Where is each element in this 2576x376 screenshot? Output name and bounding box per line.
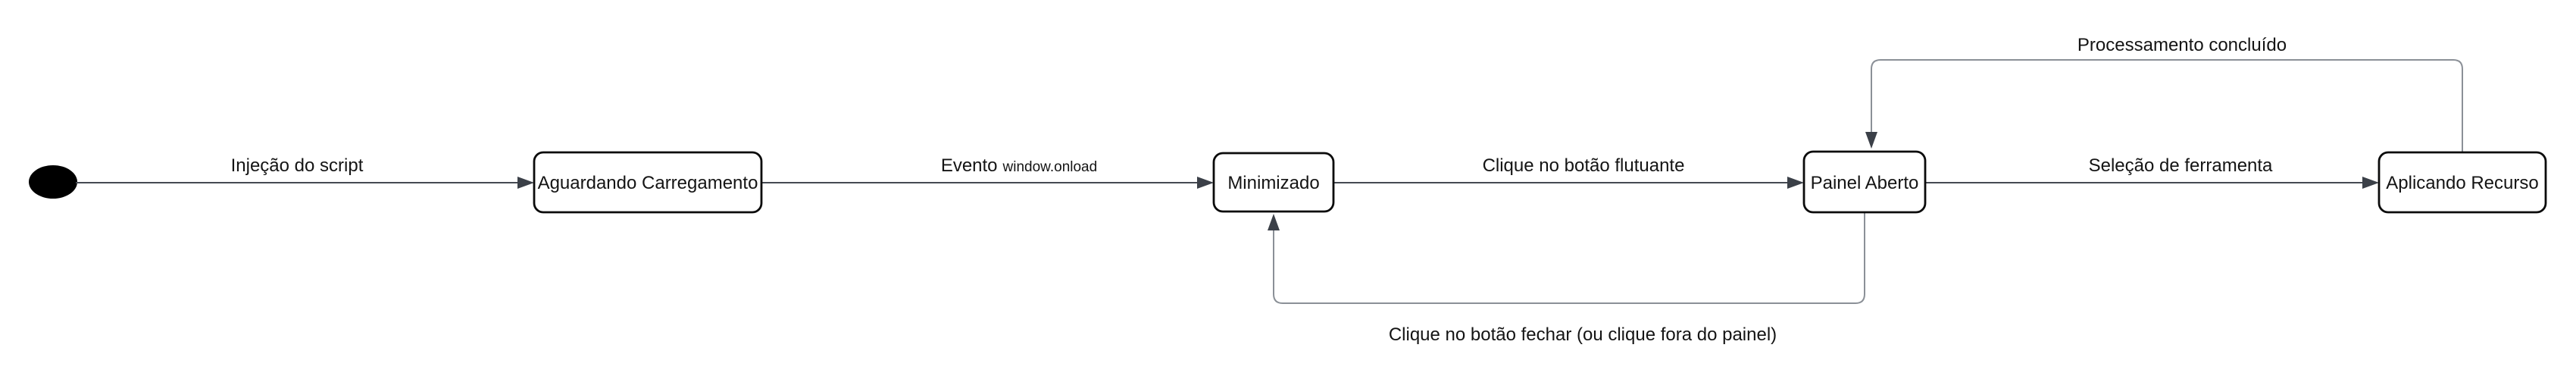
transition-script-injection: Injeção do script bbox=[76, 155, 534, 189]
edge-label: Injeção do script bbox=[231, 155, 364, 176]
state-painel-aberto: Painel Aberto bbox=[1802, 150, 1927, 214]
state-box bbox=[2377, 151, 2547, 214]
state-label: Aguardando Carregamento bbox=[538, 173, 758, 193]
transition-floating-button-click: Clique no botão flutuante bbox=[1333, 155, 1804, 189]
state-aguardando-carregamento: Aguardando Carregamento bbox=[533, 151, 763, 214]
edge-label: Seleção de ferramenta bbox=[2089, 155, 2273, 176]
state-minimizado: Minimizado bbox=[1212, 152, 1335, 213]
state-label: Painel Aberto bbox=[1811, 173, 1919, 193]
state-label: Minimizado bbox=[1227, 173, 1319, 193]
edge-label-code: window.onload bbox=[1002, 159, 1098, 175]
arrowhead-right-icon bbox=[2362, 177, 2379, 189]
arrowhead-right-icon bbox=[1197, 177, 1214, 189]
edge-label: Processamento concluído bbox=[2077, 35, 2287, 55]
edge-line bbox=[1273, 212, 1865, 304]
arrowhead-right-icon bbox=[1787, 177, 1804, 189]
state-box bbox=[1802, 150, 1927, 214]
transition-processing-complete: Processamento concluído bbox=[1865, 35, 2463, 152]
state-aplicando-recurso: Aplicando Recurso bbox=[2377, 151, 2547, 214]
state-label: Aplicando Recurso bbox=[2386, 173, 2538, 193]
edge-label-text: Evento bbox=[941, 155, 998, 176]
start-state bbox=[29, 165, 77, 199]
arrowhead-up-icon bbox=[1268, 214, 1280, 230]
arrowhead-right-icon bbox=[517, 177, 534, 189]
state-box bbox=[533, 151, 763, 214]
arrowhead-down-icon bbox=[1865, 132, 1877, 149]
state-box bbox=[1212, 152, 1335, 213]
transition-close-button-click: Clique no botão fechar (ou clique fora d… bbox=[1268, 212, 1865, 345]
transition-tool-selection: Seleção de ferramenta bbox=[1925, 155, 2379, 189]
edge-line bbox=[1871, 59, 2463, 152]
start-state-dot bbox=[29, 165, 77, 199]
edge-label: Clique no botão fechar (ou clique fora d… bbox=[1389, 324, 1777, 345]
edge-label: Clique no botão flutuante bbox=[1483, 155, 1685, 176]
